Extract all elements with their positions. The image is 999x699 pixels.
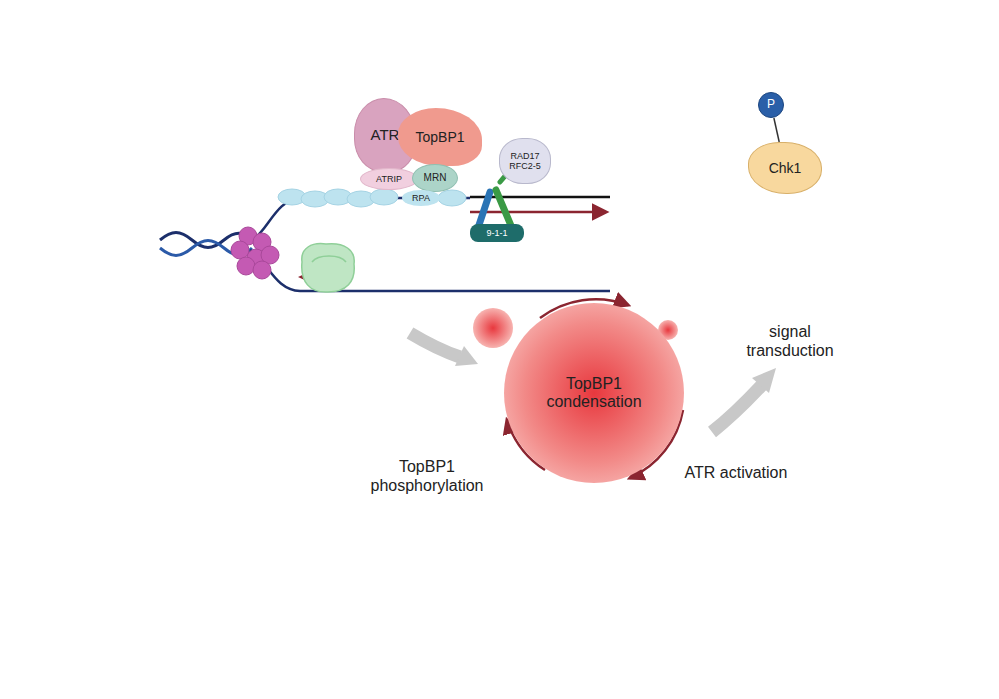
node-text: MRN: [424, 172, 447, 184]
node-text: 9-1-1: [486, 228, 507, 238]
annotation-label: signal transduction: [725, 322, 855, 360]
protein-blob: RAD17 RFC2-5: [499, 138, 551, 184]
annotation-label: ATR activation: [671, 463, 801, 482]
flow-arrow: [410, 333, 478, 366]
protein-blob: ATRIP: [360, 168, 418, 190]
helicase: [231, 227, 279, 279]
clamp-base: 9-1-1: [470, 224, 524, 242]
annotation-label: TopBP1 phosphorylation: [352, 457, 502, 495]
node-text: P: [767, 98, 775, 112]
node-text: ATR: [371, 126, 400, 143]
node-text: RAD17 RFC2-5: [505, 151, 545, 172]
polymerase: [302, 244, 355, 292]
node-text: RPA: [412, 193, 430, 203]
leading-nascent: [470, 211, 606, 214]
rpa-blob: RPA: [402, 190, 440, 206]
node-text: TopBP1: [415, 129, 464, 145]
node-text: TopBP1 condensation: [539, 375, 649, 412]
protein-blob: MRN: [412, 164, 458, 192]
condensate-circle: TopBP1 condensation: [504, 303, 684, 483]
node-text: Chk1: [769, 160, 802, 176]
node-text: ATRIP: [376, 174, 402, 184]
protein-blob: TopBP1: [398, 108, 482, 166]
protein-blob: Chk1: [748, 142, 822, 194]
droplet: [473, 308, 513, 348]
phospho-circle: P: [758, 92, 784, 118]
connector: [774, 118, 779, 142]
flow-arrow: [712, 368, 776, 432]
